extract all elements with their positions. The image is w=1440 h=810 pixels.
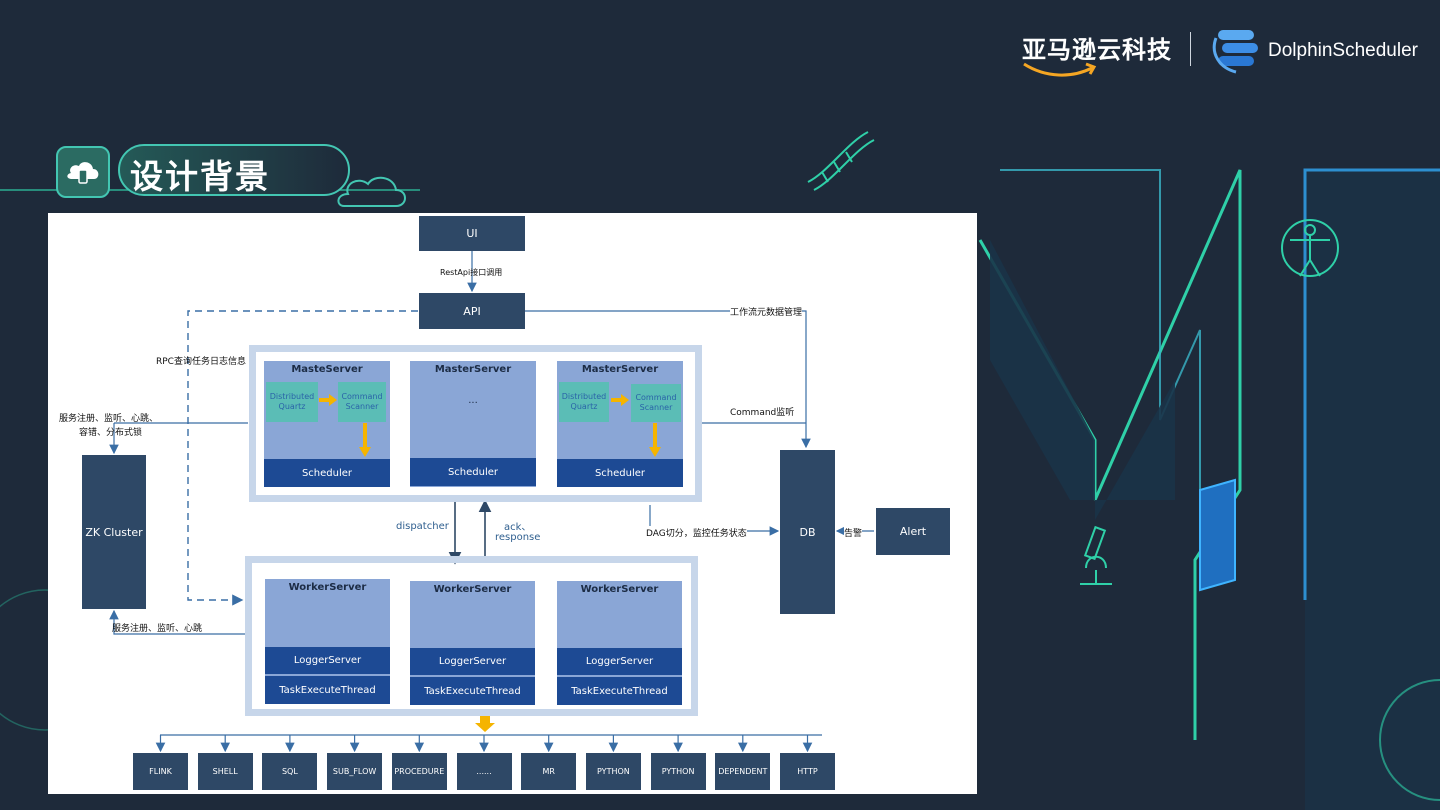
master-group bbox=[249, 345, 702, 502]
edge-rpc bbox=[187, 310, 418, 606]
dna-icon bbox=[807, 131, 875, 191]
scheduler-band: Scheduler bbox=[410, 458, 536, 486]
bg-arc bbox=[1379, 679, 1440, 801]
edge-zk-worker-label: 服务注册、监听、心跳 bbox=[112, 624, 203, 634]
worker-server: WorkerServer LoggerServer TaskExecuteThr… bbox=[265, 579, 390, 704]
flow-arrow-down-icon bbox=[649, 423, 661, 457]
logger-server-band: LoggerServer bbox=[265, 647, 390, 674]
task-execute-thread-band: TaskExecuteThread bbox=[265, 675, 390, 704]
flow-arrow-down-icon bbox=[359, 423, 371, 457]
vitruvian-icon bbox=[1281, 219, 1339, 277]
task-type-box: SUB_FLOW bbox=[327, 753, 383, 790]
worker-yellow-arrow bbox=[475, 713, 495, 732]
m-pillar bbox=[1305, 170, 1440, 810]
edge-ack-label-2: response bbox=[495, 532, 541, 543]
architecture-diagram: UI RestApi接口调用 API 工作流元数据管理 RPC查询任务日志信息 … bbox=[48, 213, 977, 794]
dolphinscheduler-logo-icon bbox=[1212, 30, 1258, 74]
worker-server-title: WorkerServer bbox=[580, 584, 659, 595]
flow-arrow-icon bbox=[319, 394, 337, 406]
aws-brand-text: 亚马逊云科技 bbox=[1022, 36, 1172, 64]
worker-server-title: WorkerServer bbox=[433, 584, 512, 595]
scheduler-band: Scheduler bbox=[264, 459, 390, 487]
task-type-box: MR bbox=[521, 753, 577, 790]
flow-arrow-icon bbox=[611, 394, 629, 406]
cloud-phone-icon bbox=[67, 162, 99, 184]
master-server-dots: ... bbox=[468, 395, 478, 406]
cloud-badge-icon bbox=[56, 146, 110, 198]
edge-zk-master-label-2: 容错、分布式锁 bbox=[79, 428, 143, 438]
task-type-box: PYTHON bbox=[585, 753, 641, 790]
edge-zk-worker bbox=[109, 609, 245, 635]
worker-server-title: WorkerServer bbox=[288, 582, 367, 593]
command-scanner: Command Scanner bbox=[338, 382, 386, 422]
cloud-outline-icon bbox=[337, 176, 406, 207]
m-blue-tab bbox=[1199, 478, 1236, 592]
edge-dag-label: DAG切分，监控任务状态 bbox=[646, 526, 747, 539]
task-type-box: PROCEDURE bbox=[391, 753, 447, 790]
task-type-box: PYTHON bbox=[650, 753, 706, 790]
edge-rest-label: RestApi接口调用 bbox=[440, 268, 503, 277]
zk-cluster-box: ZK Cluster bbox=[82, 455, 146, 609]
distributed-quartz: Distributed Quartz bbox=[559, 382, 609, 422]
db-box: DB bbox=[780, 450, 835, 614]
command-scanner: Command Scanner bbox=[631, 384, 681, 422]
task-execute-thread-band: TaskExecuteThread bbox=[410, 676, 535, 705]
master-server-title: MasteServer bbox=[291, 364, 363, 375]
m-right bbox=[1303, 168, 1440, 600]
task-bus-drops bbox=[155, 735, 813, 753]
diagram-connectors bbox=[109, 251, 874, 753]
edge-api-db bbox=[525, 310, 811, 449]
master-server-title: MasterServer bbox=[581, 364, 659, 375]
task-execute-thread-band: TaskExecuteThread bbox=[557, 676, 682, 705]
master-server: MasterServer ... Scheduler bbox=[410, 361, 536, 487]
edge-rpc-label: RPC查询任务日志信息 bbox=[156, 357, 246, 367]
dolphinscheduler-brand-text: DolphinScheduler bbox=[1268, 40, 1418, 61]
master-server: MasterServer Distributed Quartz Command … bbox=[557, 361, 683, 487]
m-body bbox=[990, 240, 1175, 520]
task-type-box: HTTP bbox=[780, 753, 835, 790]
edge-alert-label: 告警 bbox=[844, 526, 863, 539]
alert-box: Alert bbox=[876, 508, 950, 555]
task-type-box: ...... bbox=[456, 753, 512, 790]
logger-server-band: LoggerServer bbox=[557, 648, 682, 675]
edge-dispatcher-label: dispatcher bbox=[396, 521, 449, 532]
task-type-box: SQL bbox=[262, 753, 318, 790]
edge-command-label: Command监听 bbox=[730, 408, 795, 418]
ui-box: UI bbox=[419, 216, 525, 251]
logger-server-band: LoggerServer bbox=[410, 648, 535, 675]
scheduler-band: Scheduler bbox=[557, 459, 683, 487]
worker-server: WorkerServer LoggerServer TaskExecuteThr… bbox=[557, 581, 682, 705]
task-type-box: FLINK bbox=[133, 753, 188, 790]
task-type-box: DEPENDENT bbox=[715, 753, 771, 790]
microscope-icon bbox=[1080, 525, 1112, 585]
distributed-quartz: Distributed Quartz bbox=[266, 382, 318, 422]
edge-workflow-label: 工作流元数据管理 bbox=[730, 305, 803, 318]
master-server-title: MasterServer bbox=[434, 364, 512, 375]
aws-smile-icon bbox=[1023, 62, 1097, 77]
worker-group bbox=[245, 556, 698, 716]
api-box: API bbox=[419, 293, 525, 329]
edge-ack-label-1: ack、 bbox=[504, 522, 532, 533]
task-type-box: SHELL bbox=[197, 753, 253, 790]
edge-zk-master-label-1: 服务注册、监听、心跳、 bbox=[59, 414, 159, 424]
logo-separator bbox=[1190, 32, 1191, 66]
master-server: MasteServer Distributed Quartz Command S… bbox=[264, 361, 390, 487]
worker-server: WorkerServer LoggerServer TaskExecuteThr… bbox=[410, 581, 535, 705]
section-title-pill bbox=[118, 144, 350, 196]
section-title: 设计背景 bbox=[130, 157, 270, 196]
